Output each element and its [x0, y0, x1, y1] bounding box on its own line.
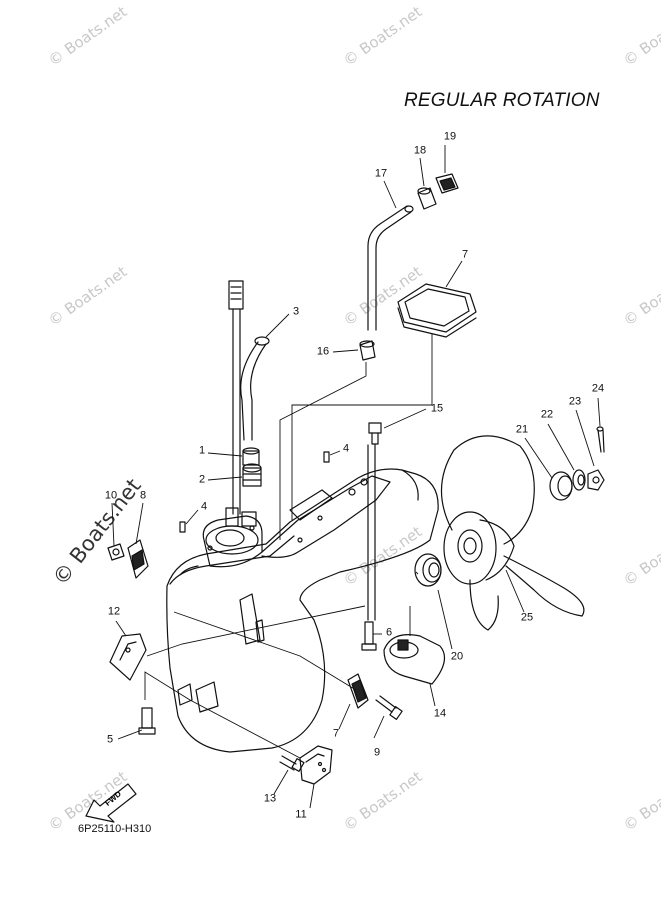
part-15-trim-tab	[383, 634, 446, 685]
callout-23: 22	[540, 408, 554, 421]
callout-3: 3	[292, 305, 300, 318]
callout-17: 16	[316, 345, 330, 358]
callout-24: 23	[568, 395, 582, 408]
callout-7: 7	[461, 248, 469, 261]
diagram-title: REGULAR ROTATION	[404, 90, 600, 111]
callout-2: 2	[198, 473, 206, 486]
callout-16: 15	[430, 402, 444, 415]
fwd-arrow	[85, 783, 137, 823]
callout-19: 18	[413, 144, 427, 157]
callout-25: 24	[591, 382, 605, 395]
water-pump-housing	[202, 507, 263, 568]
part-22-spacer	[549, 471, 573, 501]
part-11-nut	[107, 543, 125, 561]
part-6-bolt	[361, 621, 377, 651]
callout-4-left: 4	[200, 500, 208, 513]
part-2-bushing	[242, 463, 262, 487]
callout-14: 13	[263, 792, 277, 805]
diagram-code: 6P25110-H310	[78, 823, 152, 835]
part-16-bolt	[368, 422, 382, 445]
callout-15: 14	[433, 707, 447, 720]
part-4-pin-b	[179, 521, 186, 533]
part-1-seal	[242, 447, 260, 466]
part-10-bolt	[375, 695, 403, 720]
callout-20: 19	[443, 130, 457, 143]
part-8-anode	[347, 673, 369, 709]
callout-13: 12	[107, 605, 121, 618]
casing-flange	[261, 475, 391, 558]
part-25-cotter-pin	[596, 426, 605, 453]
part-9-anode	[127, 539, 149, 579]
callout-11: 10	[104, 489, 118, 502]
callout-1: 1	[198, 444, 206, 457]
part-4-pin-a	[323, 451, 330, 463]
callout-26: 25	[520, 611, 534, 624]
part-7-gasket	[397, 283, 477, 338]
part-20-grommet	[435, 173, 459, 194]
callout-22: 21	[515, 423, 529, 436]
part-12-cover	[299, 745, 333, 785]
part-21-thrust-washer	[414, 553, 442, 587]
part-5-bolt	[138, 707, 156, 735]
callout-12: 11	[295, 808, 307, 821]
callout-4-top: 4	[342, 442, 350, 455]
part-23-washer	[572, 469, 586, 491]
callout-8: 7	[332, 727, 340, 740]
part-13-cover	[109, 633, 147, 681]
part-3-tube	[240, 336, 270, 441]
callout-21: 20	[450, 650, 464, 663]
part-17-grommet	[359, 340, 376, 361]
callout-6: 6	[385, 626, 393, 639]
part-19-bushing	[417, 187, 437, 210]
stud-bolt	[367, 444, 376, 621]
part-24-nut	[587, 469, 605, 491]
part-26-propeller	[440, 435, 585, 631]
callout-5: 5	[106, 733, 114, 746]
callout-9: 8	[139, 489, 147, 502]
callout-18: 17	[374, 167, 388, 180]
callout-10: 9	[373, 746, 381, 759]
part-18-water-tube	[367, 205, 414, 331]
drive-shaft	[228, 280, 244, 515]
part-14-bolt	[279, 755, 305, 772]
